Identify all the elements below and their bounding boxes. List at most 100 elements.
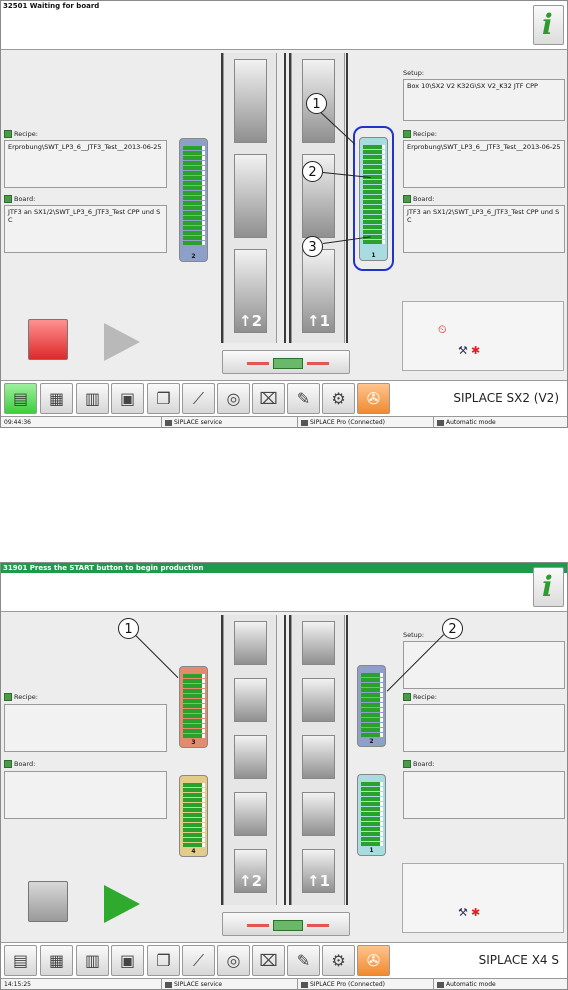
nozzle-icon[interactable]: ⌧ [252,945,285,976]
feeder-strips [361,673,383,737]
feeder-strip [183,788,205,792]
feeder-strip [361,733,383,737]
conveyor-lane-1: ↑1 [291,615,345,905]
feeder-table-2[interactable]: 2 [357,665,386,747]
board-slot: ↑1 [302,249,335,333]
feeder-strip [183,191,205,195]
board-transfer-button[interactable] [222,912,350,936]
highlight-ring [353,126,394,271]
feeder-strip [363,150,385,154]
feeder-table-2[interactable]: 2 [179,138,208,262]
right-recipe-field [403,704,565,752]
feeder-strip [361,837,383,841]
feeder-strip [183,679,205,683]
chart-icon[interactable]: ⟋ [182,383,215,414]
feeder-strip [183,709,205,713]
production-icon[interactable]: ▤ [4,383,37,414]
feeder-strip [361,683,383,687]
right-board-field: JTF3 an SX1/2\SWT_LP3_6_JTF3_Test CPP un… [403,205,565,253]
feeder-table-1[interactable]: 1 [359,137,388,261]
feeder-strip [183,156,205,160]
feeder-strip [183,828,205,832]
board-slot [302,792,335,836]
feeder-table-1[interactable]: 1 [357,774,386,856]
feeder-strip [183,704,205,708]
callout-leader [135,635,179,679]
statistics-icon[interactable]: ▥ [76,945,109,976]
feeder-strip [363,185,385,189]
maintenance-hand-icon[interactable]: ⚙ [322,945,355,976]
feeder-strip [183,699,205,703]
board-view-icon[interactable]: ▣ [111,383,144,414]
feeder-table-icon[interactable]: ▦ [40,383,73,414]
stop-button[interactable] [28,319,68,360]
machine-status-panel: ⏲ ⚒ ✱ [402,301,564,371]
clock-warning-icon: ⏲ [438,323,447,336]
chart-icon[interactable]: ⟋ [182,945,215,976]
left-recipe-label: Recipe: [4,130,38,138]
mode-icon [437,419,444,426]
callout-2: 2 [302,161,323,182]
lane-arrow-up-icon: ↑1 [306,312,330,330]
pipette-icon[interactable]: ✎ [287,945,320,976]
status-message: 31901 Press the START button to begin pr… [1,563,567,573]
transfer-left-bar [247,924,269,927]
board-icon [4,760,12,768]
toolbar: ▤ ▦ ▥ ▣ ❐ ⟋ ◎ ⌧ ✎ ⚙ ✇ SIPLACE X4 S [1,942,567,979]
wrench-icon[interactable]: ✇ [357,383,390,414]
feeder-strip [183,201,205,205]
production-icon[interactable]: ▤ [4,945,37,976]
camera-icon[interactable]: ◎ [217,945,250,976]
feeder-strip [183,783,205,787]
recipe-icon [403,693,411,701]
feeder-strip [363,170,385,174]
pipette-icon[interactable]: ✎ [287,383,320,414]
mode-icon [437,981,444,988]
info-button[interactable]: i [533,5,564,45]
clock-time: 09:44:36 [4,419,31,426]
feeder-strip [183,161,205,165]
feeder-strip [183,146,205,150]
feeder-strip [363,210,385,214]
left-board-label: Board: [4,195,35,203]
feeder-table-4[interactable]: 4 [179,775,208,857]
stop-button[interactable] [28,881,68,922]
feeder-table-3[interactable]: 3 [179,666,208,748]
feeder-strip [363,200,385,204]
feeder-number: 1 [371,252,376,259]
feeder-strip [183,241,205,245]
info-button[interactable]: i [533,567,564,607]
feeder-strip [183,216,205,220]
documents-icon[interactable]: ❐ [147,383,180,414]
statistics-icon[interactable]: ▥ [76,383,109,414]
maintenance-hand-icon[interactable]: ⚙ [322,383,355,414]
conveyor-rail [346,53,348,343]
board-view-icon[interactable]: ▣ [111,945,144,976]
feeder-strip [183,221,205,225]
board-slot [302,621,335,665]
feeder-table-icon[interactable]: ▦ [40,945,73,976]
feeder-strip [363,155,385,159]
start-button[interactable] [104,885,140,923]
feeder-strip [361,802,383,806]
pro-status: SIPLACE Pro (Connected) [297,417,433,427]
wrench-icon[interactable]: ✇ [357,945,390,976]
camera-icon[interactable]: ◎ [217,383,250,414]
feeder-strip [183,719,205,723]
nozzle-icon[interactable]: ⌧ [252,383,285,414]
feeder-strip [183,196,205,200]
feeder-strip [361,832,383,836]
feeder-strip [183,674,205,678]
feeder-strips [363,145,385,244]
transfer-left-bar [247,362,269,365]
machine-model: SIPLACE X4 S [478,953,559,967]
documents-icon[interactable]: ❐ [147,945,180,976]
transfer-board-icon [273,920,303,931]
callout-3: 3 [302,236,323,257]
feeder-number: 2 [369,738,374,745]
start-button[interactable] [104,323,140,361]
feeder-strip [361,698,383,702]
left-board-field: JTF3 an SX1/2\SWT_LP3_6_JTF3_Test CPP un… [4,205,167,253]
feeder-strip [361,718,383,722]
board-transfer-button[interactable] [222,350,350,374]
